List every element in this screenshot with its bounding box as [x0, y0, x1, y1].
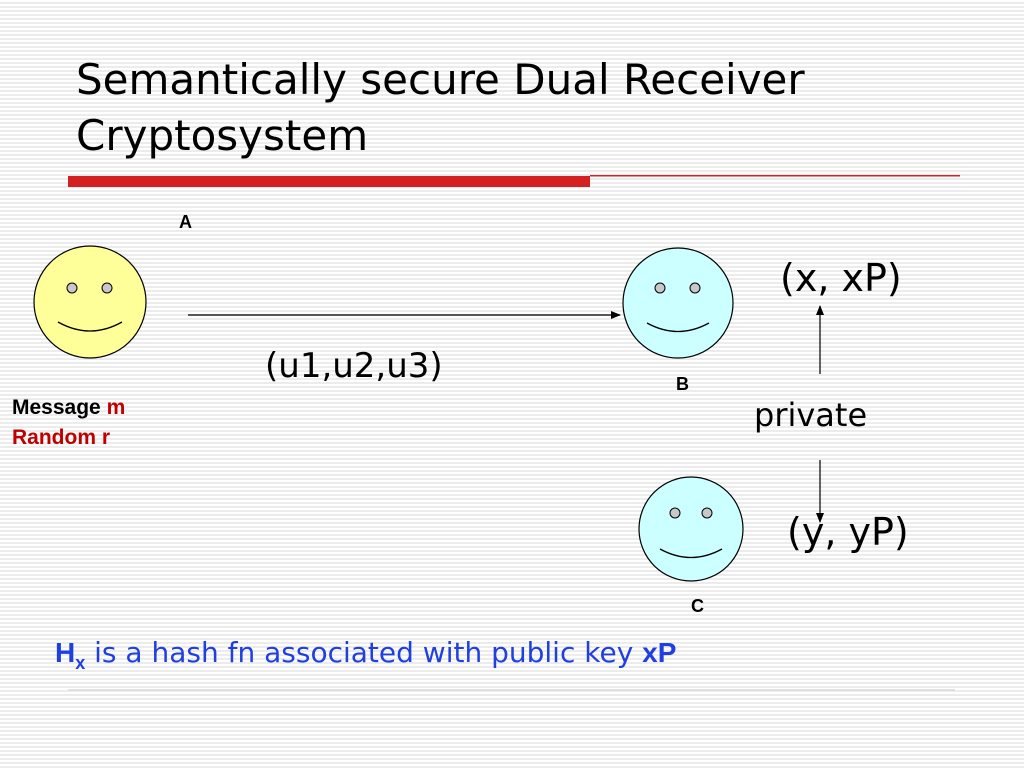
face-b-smiley	[622, 247, 734, 359]
sender-info: Message m Random r	[12, 393, 125, 453]
message-line: Message m	[12, 393, 125, 423]
title-underline-thin	[590, 175, 960, 177]
hash-subscript: x	[75, 652, 86, 673]
node-label-a: A	[179, 212, 192, 232]
title-line-2: Cryptosystem	[76, 111, 369, 160]
random-line: Random r	[12, 426, 111, 449]
hash-symbol: H	[55, 637, 76, 668]
footnote-key: xP	[642, 637, 677, 668]
face-c-smiley	[638, 476, 744, 582]
footnote-text: is a hash fn associated with public key	[85, 636, 643, 669]
footnote: Hx is a hash fn associated with public k…	[55, 636, 676, 674]
key-b-label: (x, xP)	[780, 256, 902, 300]
key-c-label: (y, yP)	[787, 510, 909, 554]
private-label: private	[754, 396, 868, 434]
title-line-1: Semantically secure Dual Receiver	[76, 55, 805, 104]
node-label-b: B	[676, 374, 689, 394]
slide-title: Semantically secure Dual Receiver Crypto…	[76, 52, 976, 164]
message-label: Message	[12, 396, 101, 419]
node-label-c: C	[691, 596, 704, 616]
title-underline	[68, 175, 960, 187]
title-underline-thick	[68, 176, 590, 187]
message-variable: m	[106, 396, 126, 419]
ciphertext-label: (u1,u2,u3)	[265, 346, 443, 386]
face-a-smiley	[33, 245, 147, 359]
